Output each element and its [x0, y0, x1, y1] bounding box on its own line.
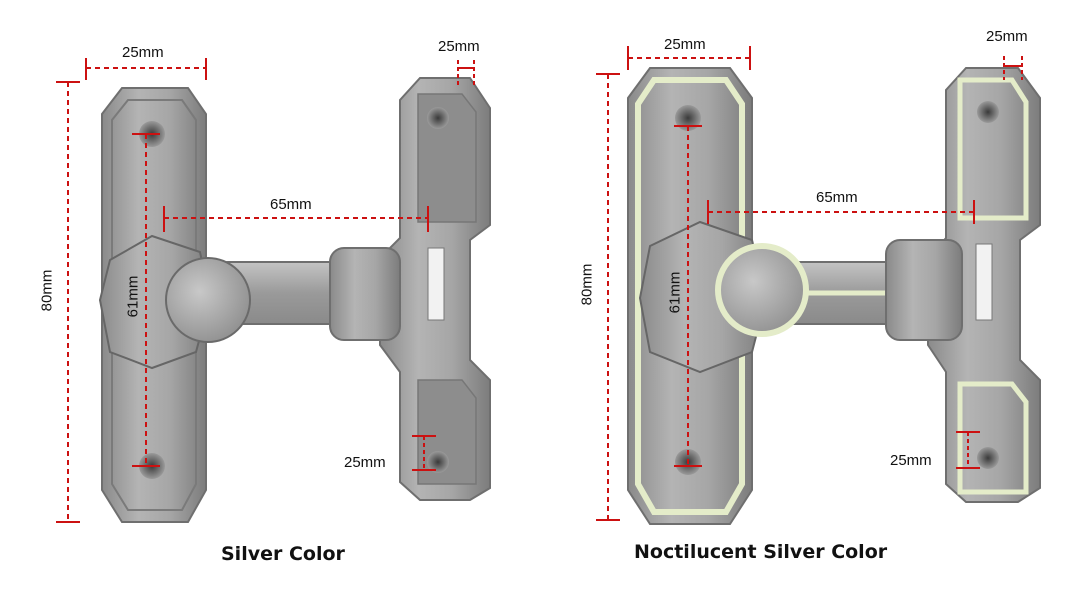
screw-hole — [977, 101, 999, 123]
noctilucent-dimension-lines — [596, 46, 1023, 521]
bolt-slot — [427, 247, 445, 321]
knob — [165, 257, 251, 343]
caption-silver: Silver Color — [221, 543, 345, 565]
caption-noctilucent: Noctilucent Silver Color — [634, 541, 888, 563]
dimension-label-right-top: 25mm — [438, 38, 480, 55]
screw-hole — [675, 105, 701, 131]
dimension-label-top-width: 25mm — [664, 36, 706, 53]
screw-hole — [427, 451, 449, 473]
silver-latch — [98, 77, 491, 523]
dimension-label-hole-spacing: 61mm — [124, 275, 142, 318]
knob — [715, 243, 809, 337]
dimension-label-top-width: 25mm — [122, 44, 164, 61]
dimension-label-span: 65mm — [816, 189, 858, 206]
dimension-label-height: 80mm — [38, 269, 56, 312]
silver-dimension-lines — [56, 58, 475, 523]
screw-hole — [977, 447, 999, 469]
noctilucent-latch — [627, 67, 1041, 525]
dimension-label-span: 65mm — [270, 196, 312, 213]
dimension-label-right-bottom: 25mm — [344, 454, 386, 471]
dimension-label-hole-spacing: 61mm — [666, 271, 684, 314]
glow-strip — [635, 77, 745, 515]
dimension-label-right-top: 25mm — [986, 28, 1028, 45]
bolt-slot — [975, 243, 993, 321]
screw-hole — [427, 107, 449, 129]
dimension-label-height: 80mm — [578, 263, 596, 306]
dimension-label-right-bottom: 25mm — [890, 452, 932, 469]
